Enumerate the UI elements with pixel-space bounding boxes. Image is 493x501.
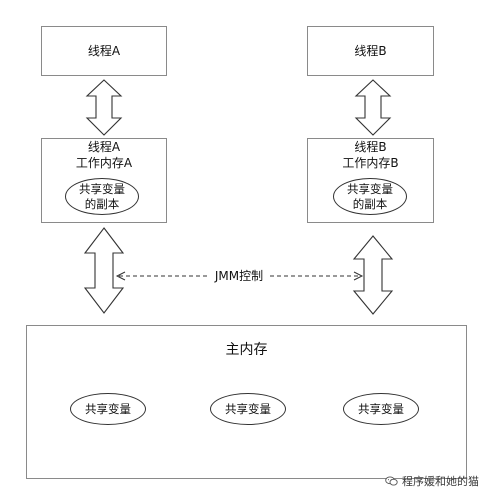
working-memory-a-box: 线程A 工作内存A 共享变量 的副本 — [41, 138, 167, 223]
double-arrow-a-bottom — [83, 227, 125, 314]
double-arrow-b-bottom — [352, 235, 394, 315]
main-memory-title: 主内存 — [225, 342, 268, 358]
watermark: 程序媛和她的猫 — [385, 473, 479, 489]
wechat-icon — [385, 476, 398, 486]
double-arrow-b-top — [354, 79, 392, 136]
working-memory-b-box: 线程B 工作内存B 共享变量 的副本 — [307, 138, 434, 223]
working-memory-b-label-1: 线程B — [354, 140, 387, 154]
shared-variable-copy-a-line-2: 的副本 — [84, 196, 120, 211]
shared-variable-copy-a-line-1: 共享变量 — [79, 181, 125, 196]
thread-a-box: 线程A — [41, 26, 167, 76]
main-shared-variable-3-label: 共享变量 — [358, 401, 404, 416]
working-memory-a-label-1: 线程A — [87, 140, 121, 154]
thread-a-title: 线程A — [87, 44, 121, 58]
working-memory-b-label-2: 工作内存B — [342, 156, 399, 170]
double-arrow-a-top — [85, 79, 123, 136]
watermark-text: 程序媛和她的猫 — [402, 475, 479, 488]
shared-variable-copy-b-line-1: 共享变量 — [347, 181, 393, 196]
thread-b-box: 线程B — [307, 26, 434, 76]
jmm-arrowhead-right — [353, 271, 364, 281]
main-shared-variable-1: 共享变量 — [70, 393, 146, 425]
jmm-control-label: JMM控制 — [214, 269, 263, 283]
main-shared-variable-3: 共享变量 — [343, 393, 419, 425]
jmm-arrowhead-left — [115, 271, 126, 281]
shared-variable-copy-a: 共享变量 的副本 — [65, 178, 139, 215]
shared-variable-copy-b: 共享变量 的副本 — [333, 178, 407, 215]
main-shared-variable-2: 共享变量 — [210, 393, 286, 425]
thread-b-title: 线程B — [354, 44, 387, 58]
main-shared-variable-2-label: 共享变量 — [225, 401, 271, 416]
main-memory-box: 主内存 共享变量 共享变量 共享变量 — [26, 325, 467, 479]
main-shared-variable-1-label: 共享变量 — [85, 401, 131, 416]
working-memory-a-label-2: 工作内存A — [75, 156, 133, 170]
shared-variable-copy-b-line-2: 的副本 — [352, 196, 388, 211]
